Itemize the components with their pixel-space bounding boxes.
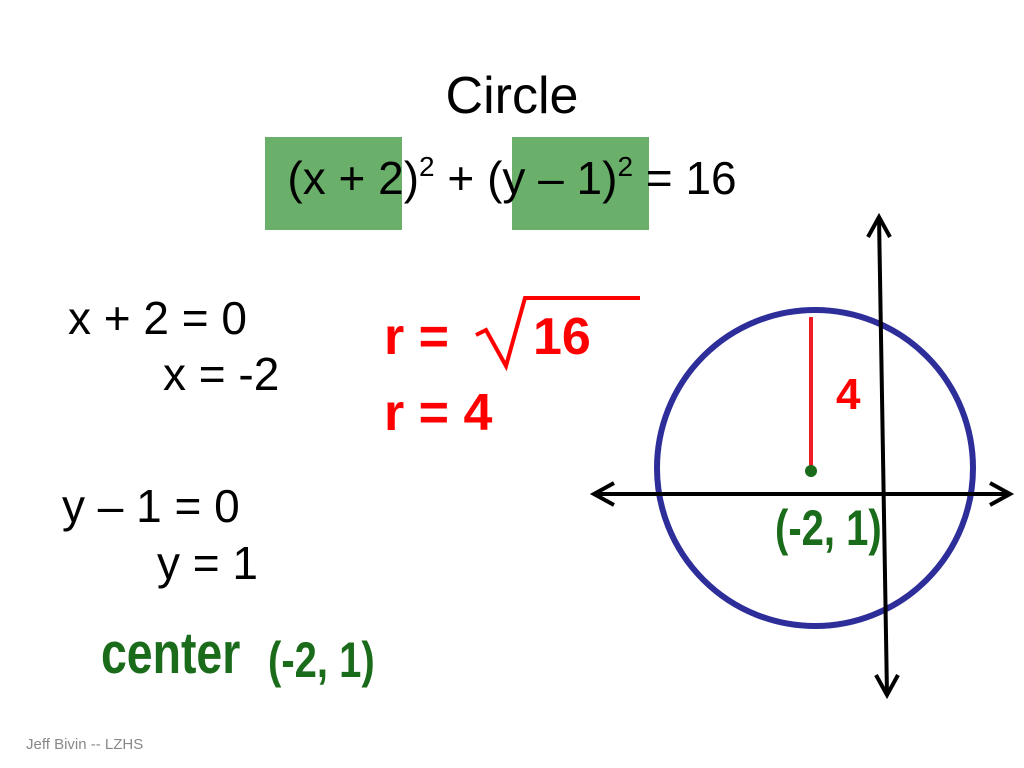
eq-close-paren-y: ) (602, 152, 618, 204)
center-point (805, 465, 817, 477)
y-axis (877, 216, 889, 696)
circle-equation: (x + 2)2 + (y – 1)2 = 16 (0, 150, 1024, 206)
x-axis-left-arrow (589, 481, 615, 507)
y-axis-top-arrow (866, 212, 892, 238)
x-term-highlight (265, 137, 402, 230)
radius-result: r = 4 (384, 384, 493, 442)
work-x-line1: x + 2 = 0 (68, 292, 248, 344)
work-y-line2: y = 1 (157, 537, 259, 589)
center-word: center (101, 621, 241, 686)
eq-y-exponent: 2 (617, 151, 634, 182)
eq-open-paren-y: ( (487, 152, 503, 204)
radius-equation-prefix: r = (384, 308, 464, 366)
footer-credit: Jeff Bivin -- LZHS (26, 736, 144, 753)
eq-plus: + (434, 152, 488, 204)
y-term-highlight (512, 137, 649, 230)
work-y-line1: y – 1 = 0 (62, 480, 240, 532)
circle-graph (589, 212, 1015, 700)
square-root-sign (475, 296, 640, 372)
eq-rhs: = 16 (633, 152, 737, 204)
center-point-label: (-2, 1) (775, 500, 882, 556)
work-x-line2: x = -2 (163, 348, 280, 400)
eq-open-paren-x: ( (287, 152, 303, 204)
circle-outline (654, 307, 976, 629)
eq-close-paren-x: ) (403, 152, 420, 204)
y-axis-bottom-arrow (874, 674, 900, 700)
radicand: 16 (533, 308, 591, 366)
eq-y-term: y – 1 (502, 152, 603, 204)
center-value: (-2, 1) (268, 632, 375, 688)
slide-title: Circle (445, 67, 579, 125)
eq-x-exponent: 2 (419, 151, 435, 182)
x-axis-right-arrow (989, 481, 1015, 507)
eq-x-term: x + 2 (302, 152, 404, 204)
radius-label: 4 (836, 370, 861, 419)
